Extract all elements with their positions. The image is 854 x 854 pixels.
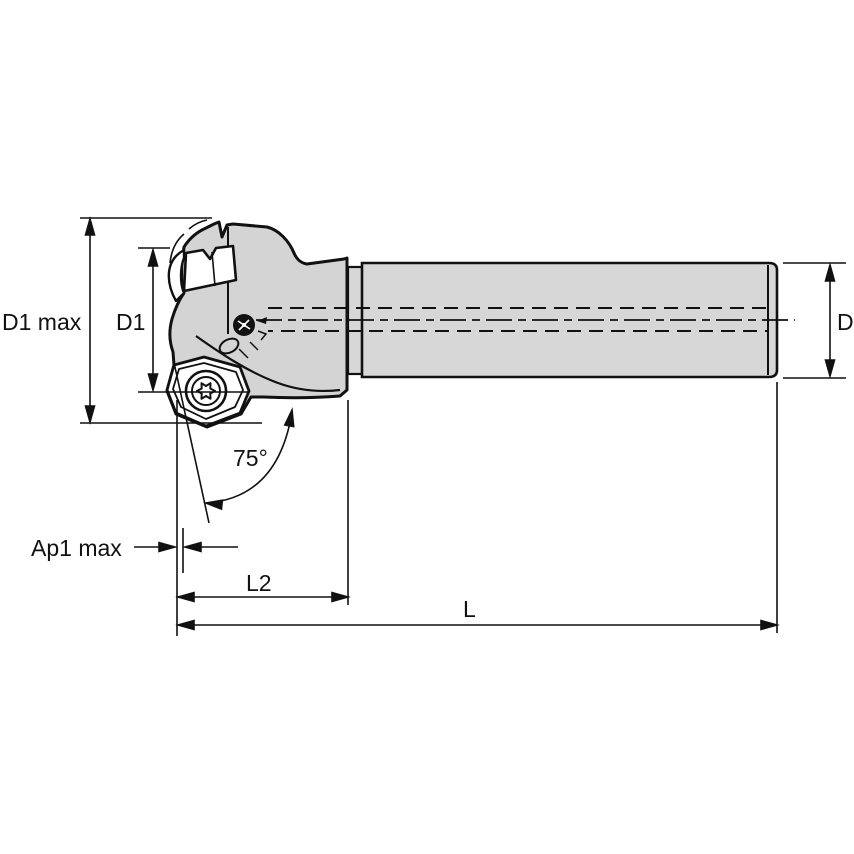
- bore-line-tick: [257, 330, 268, 341]
- top-insert: [182, 244, 238, 293]
- coolant-hole: [218, 337, 240, 355]
- dim-ap1-max: [134, 400, 238, 636]
- label-d1: D1: [116, 309, 145, 335]
- dimension-labels: D1 max D1 D 75° Ap1 max L2 L: [2, 309, 854, 622]
- insert-pocket-face: [167, 248, 186, 303]
- rotation-silhouette-arc: [169, 219, 208, 264]
- dim-lead-angle: [172, 357, 298, 524]
- cutting-edge-extension-line: [172, 357, 210, 524]
- dim-l: [177, 382, 778, 633]
- flute-curve: [195, 335, 341, 392]
- dim-d1: [138, 247, 250, 393]
- label-l2: L2: [246, 570, 272, 596]
- tool-body: [165, 219, 779, 429]
- label-ap1-max: Ap1 max: [31, 535, 122, 561]
- dim-l2: [177, 400, 349, 605]
- label-d1-max: D1 max: [2, 309, 82, 335]
- flute-tick-lines: [238, 341, 259, 359]
- center-screw-icon: [233, 314, 255, 336]
- dimensions: [80, 217, 846, 636]
- top-insert-edge-line: [211, 251, 216, 287]
- torx-screw-icon: [196, 382, 216, 400]
- axis-lines: [256, 307, 795, 332]
- label-lead-angle: 75°: [233, 445, 268, 471]
- label-l: L: [463, 596, 476, 622]
- dim-d1-max: [80, 217, 262, 424]
- label-d: D: [837, 309, 854, 335]
- dim-d: [783, 262, 846, 379]
